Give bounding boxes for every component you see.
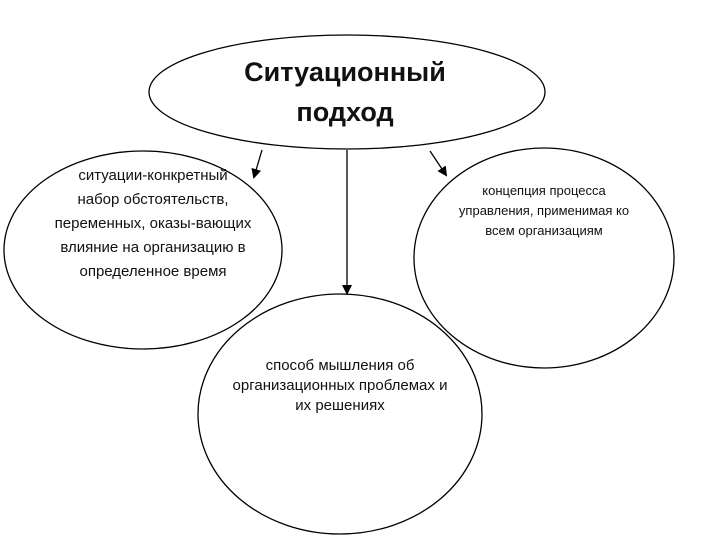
- left-node-ellipse: [3, 150, 283, 350]
- bottom-node-ellipse: [197, 293, 483, 535]
- bottom-node-line: их решениях: [295, 397, 385, 414]
- right-node-line: концепция процесса: [482, 183, 606, 198]
- left-node-line: ситуации-конкретный: [78, 167, 228, 184]
- title-text: Ситуационный подход: [190, 52, 500, 132]
- right-node-line: всем организациям: [485, 223, 603, 238]
- title-ellipse: [148, 34, 546, 150]
- bottom-node-line: организационных проблемах и: [232, 377, 448, 394]
- left-node-line: переменных, оказы-вающих: [54, 215, 252, 232]
- arrow-to-left-node: [251, 149, 263, 179]
- bottom-node-text: способ мышления об организационных пробл…: [200, 356, 480, 416]
- right-node-ellipse: [413, 147, 675, 369]
- title-line: подход: [296, 97, 394, 127]
- title-line: Ситуационный: [244, 57, 446, 87]
- right-node-text: концепция процесса управления, применима…: [424, 181, 664, 241]
- left-node-line: определенное время: [79, 263, 227, 280]
- left-node-text: ситуации-конкретный набор обстоятельств,…: [18, 164, 288, 284]
- bottom-node-line: способ мышления об: [265, 357, 415, 374]
- left-node-line: влияние на организацию в: [60, 239, 246, 256]
- arrow-to-right-node: [429, 150, 448, 177]
- right-node-line: управления, применимая ко: [458, 203, 630, 218]
- left-node-line: набор обстоятельств,: [77, 191, 229, 208]
